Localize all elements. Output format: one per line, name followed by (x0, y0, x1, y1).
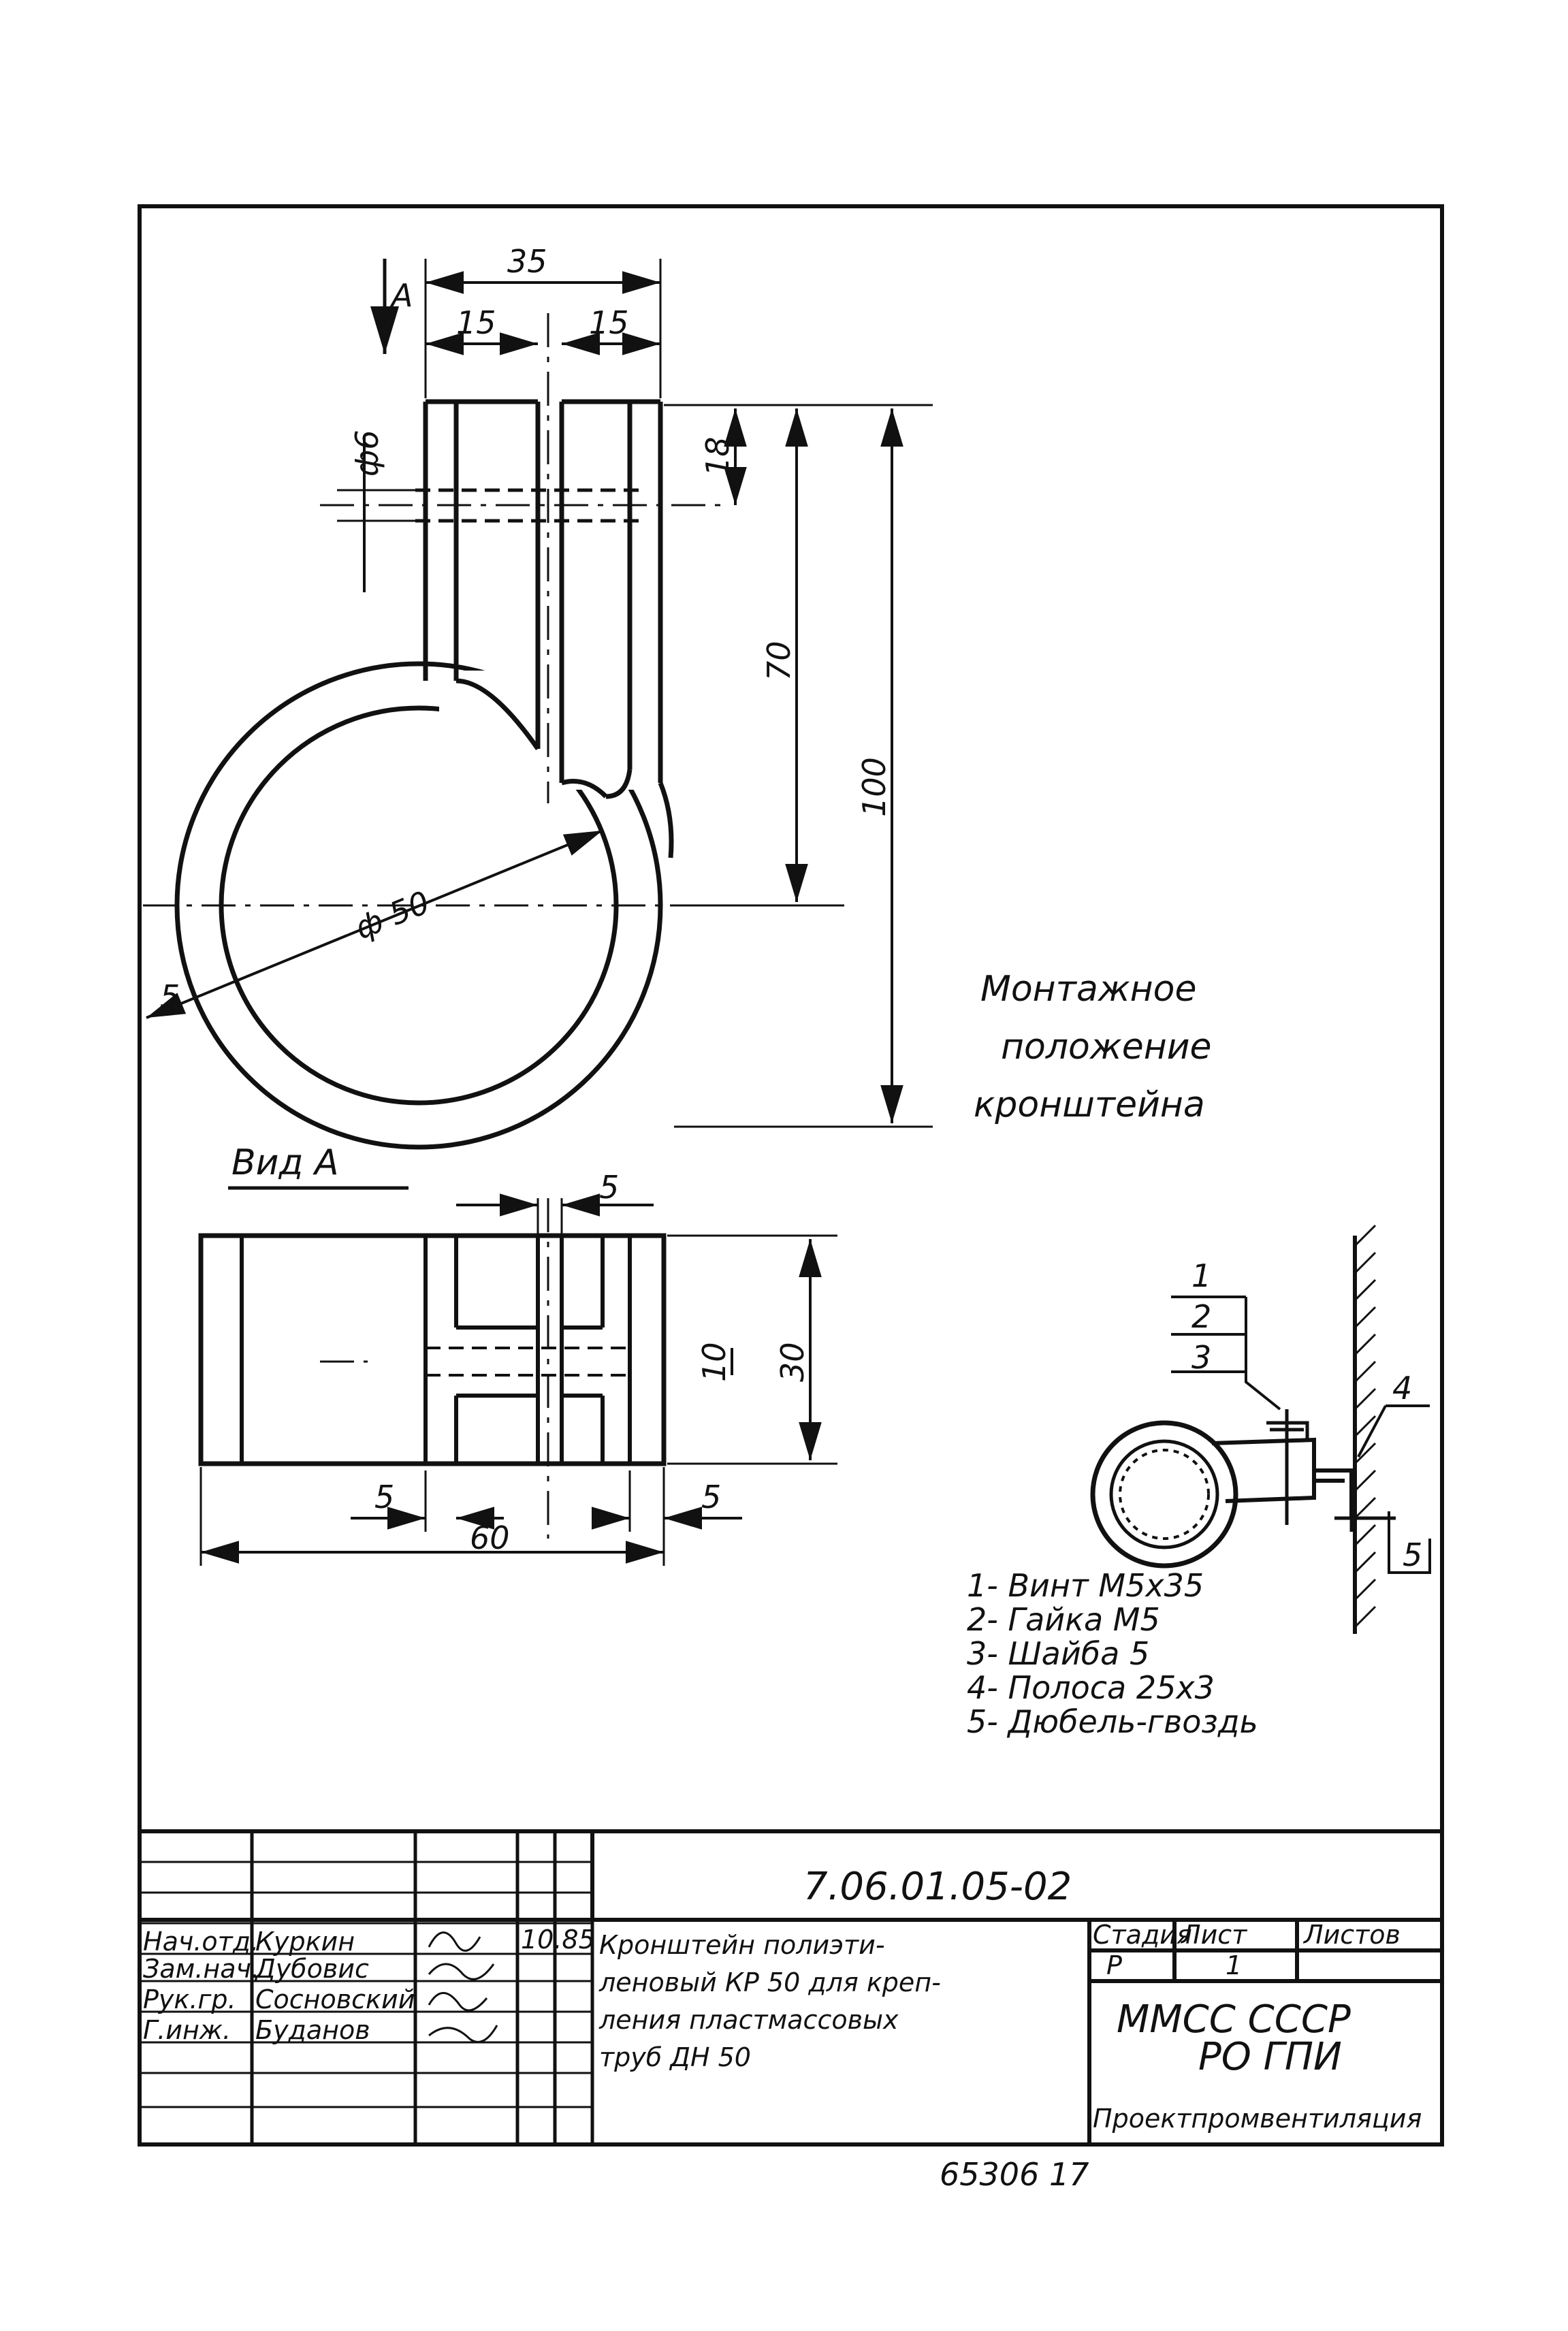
title-line-3: ления пластмассовых (598, 2005, 899, 2035)
name-2: Дубовис (254, 1954, 369, 1984)
dim-label-view-length-60: 60 (470, 1520, 510, 1556)
parts-legend-item-4: 4- Полоса 25х3 (967, 1669, 1215, 1706)
bracket-right-leg (559, 399, 674, 858)
installation-detail: 1 2 3 4 5 (1090, 1224, 1431, 1634)
parts-legend-item-5: 5- Дюбель-гвоздь (967, 1703, 1258, 1740)
dim-label-view-slot-10: 10 (696, 1342, 733, 1382)
org-line-1: ММСС СССР (1117, 1997, 1351, 2042)
bracket-front-view (143, 313, 844, 1150)
name-4: Буданов (255, 2015, 370, 2045)
view-a: Вид A 5 10 30 5 5 60 (198, 1142, 837, 1566)
bolt-hole-hidden-lines (415, 488, 640, 523)
org-line-3: Проектпромвентиляция (1093, 2104, 1422, 2134)
view-a-outline (198, 1233, 667, 1466)
mounting-note-line-2: положение (1001, 1027, 1212, 1067)
dim-label-view-edge-right: 5 (701, 1479, 721, 1515)
dim-label-hole-dia: ф6 (349, 430, 385, 477)
dim-halves-15: 15 15 (426, 304, 660, 355)
sheets-value: 1 (1226, 1950, 1242, 1980)
title-line-1: Кронштейн полиэти- (599, 1930, 885, 1960)
mounting-note: Монтажное положение кронштейна (974, 969, 1212, 1125)
callout-3: 3 (1191, 1339, 1211, 1376)
role-2: Зам.нач. (143, 1954, 259, 1984)
dim-label-35: 35 (507, 243, 547, 280)
dim-label-100: 100 (856, 757, 893, 817)
mounting-note-line-3: кронштейна (974, 1084, 1205, 1125)
dim-label-view-edge-left: 5 (374, 1479, 394, 1515)
stage-value: Р (1106, 1950, 1122, 1980)
sheet-header: Лист (1180, 1920, 1248, 1950)
parts-legend-item-2: 2- Гайка М5 (967, 1601, 1160, 1638)
callout-5: 5 (1403, 1537, 1422, 1573)
center-lines (143, 313, 844, 907)
signature-scribbles (428, 1931, 498, 2043)
footer-number: 65306 17 (940, 2156, 1089, 2193)
role-3: Рук.гр. (143, 1984, 236, 2014)
title-block: 7.06.01.05-02 Нач.отд. Куркин Зам.нач. Д… (140, 1829, 1442, 2144)
section-arrow-a: A (370, 259, 413, 354)
section-arrow-a-label: A (389, 277, 413, 314)
dim-label-70: 70 (761, 641, 797, 681)
name-1: Куркин (255, 1927, 355, 1957)
dim-heights: 70 100 (664, 404, 933, 1128)
mounting-note-line-1: Монтажное (980, 969, 1196, 1010)
parts-legend: 1- Винт М5х35 2- Гайка М5 3- Шайба 5 4- … (967, 1567, 1258, 1740)
dim-label-dia-50: ф 50 (350, 884, 435, 946)
dim-hole-dia: ф6 (337, 430, 422, 592)
dim-label-wall-5: 5 (160, 978, 180, 1015)
role-4: Г.инж. (143, 2015, 231, 2045)
stage-header: Стадия (1093, 1920, 1192, 1950)
sheet-frame (138, 204, 1444, 2147)
dim-label-view-height-30: 30 (774, 1342, 811, 1382)
dim-label-view-gap-5: 5 (599, 1169, 619, 1206)
title-line-2: леновый КР 50 для креп- (598, 1967, 941, 1997)
sheets-header: Листов (1302, 1920, 1401, 1950)
title-line-4: труб ДН 50 (599, 2042, 751, 2072)
callout-2: 2 (1191, 1298, 1211, 1335)
callout-4: 4 (1392, 1370, 1412, 1406)
dim-label-15-left: 15 (456, 304, 496, 341)
view-a-title: Вид A (231, 1142, 339, 1183)
dim-hole-offset-18: 18 (699, 408, 747, 505)
parts-legend-item-3: 3- Шайба 5 (967, 1635, 1149, 1672)
name-3: Сосновский (255, 1984, 415, 2014)
dim-label-18: 18 (699, 436, 736, 477)
parts-legend-item-1: 1- Винт М5х35 (967, 1567, 1204, 1604)
date: 10.85 (521, 1925, 595, 1955)
callout-1: 1 (1191, 1257, 1211, 1294)
dim-width-35: 35 (424, 243, 662, 398)
bracket-left-leg (423, 399, 541, 751)
dim-label-15-right: 15 (589, 304, 629, 341)
org-line-2: РО ГПИ (1198, 2035, 1342, 2079)
role-1: Нач.отд. (143, 1927, 259, 1957)
doc-number: 7.06.01.05-02 (803, 1865, 1072, 1909)
